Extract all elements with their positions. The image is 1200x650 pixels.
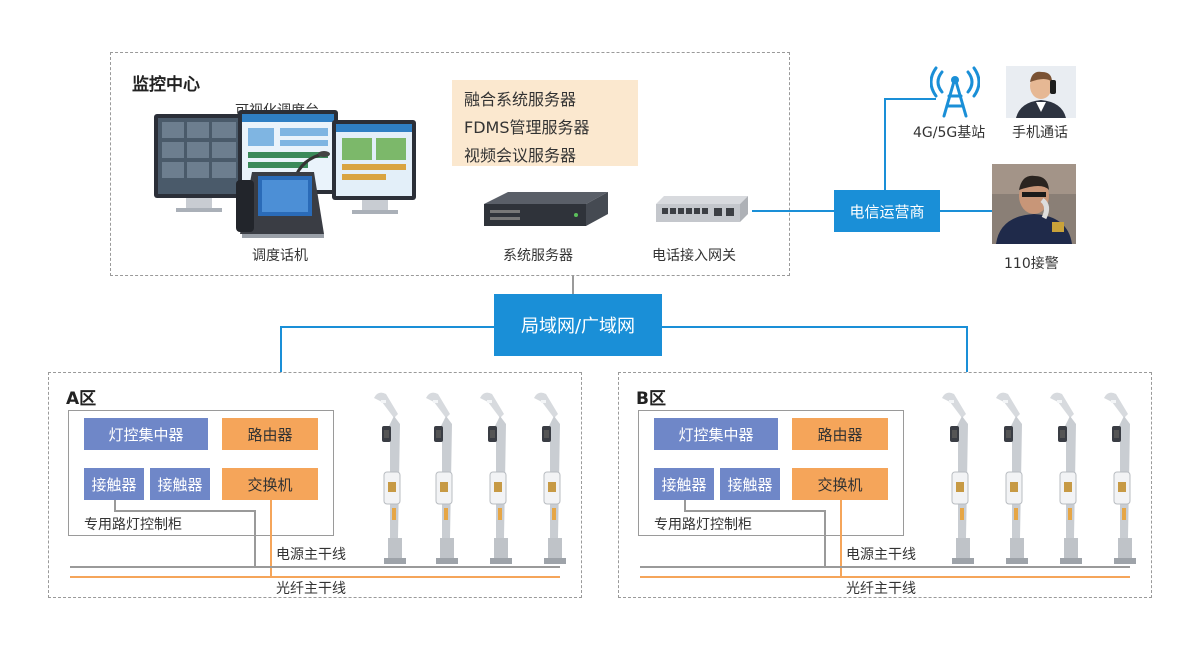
- dispatch-phone-icon: [236, 151, 330, 238]
- street-lamp-icon: [936, 388, 980, 570]
- zone-a-switch: 交换机: [222, 468, 318, 500]
- network-to-zone-a-line: [280, 326, 282, 372]
- network-left-line: [280, 326, 494, 328]
- police-officer-photo: [992, 164, 1076, 244]
- mobile-user-photo: [1006, 66, 1076, 118]
- system-server-label: 系统服务器: [503, 248, 573, 264]
- zone-b-fiber-drop: [840, 500, 842, 576]
- telecom-to-police-line: [940, 210, 992, 212]
- server-item: 视频会议服务器: [464, 146, 577, 165]
- zone-a-title: A区: [66, 389, 97, 409]
- rack-server-icon: [484, 192, 608, 226]
- phone-label: 调度话机: [252, 248, 308, 264]
- zone-a-fiber-drop: [270, 500, 272, 576]
- network-label: 局域网/广域网: [520, 316, 636, 337]
- street-lamp-icon: [368, 388, 412, 570]
- zone-b-cabinet-label: 专用路灯控制柜: [654, 517, 752, 533]
- street-lamp-icon: [1044, 388, 1088, 570]
- zone-b-power-drop: [824, 510, 826, 566]
- zone-a-fiber-line: [70, 576, 560, 578]
- center-to-network-line: [572, 276, 574, 294]
- zone-b-power-line: [640, 566, 1130, 568]
- network-right-line: [662, 326, 968, 328]
- zone-b-switch: 交换机: [792, 468, 888, 500]
- zone-a-power-line-label: 电源主干线: [276, 547, 346, 563]
- monitor-center-title: 监控中心: [132, 75, 200, 95]
- street-lamp-icon: [528, 388, 572, 570]
- telecom-to-tower-line: [884, 98, 886, 190]
- monitor-center-box: [110, 52, 790, 276]
- street-lamp-icon: [420, 388, 464, 570]
- police-label: 110接警: [1004, 256, 1059, 272]
- telecom-label: 电信运营商: [849, 202, 925, 221]
- zone-a-contactor-drop: [114, 500, 116, 510]
- street-lamp-icon: [474, 388, 518, 570]
- gateway-to-telecom-line: [752, 210, 834, 212]
- server-item: FDMS管理服务器: [464, 118, 590, 137]
- mobile-label: 手机通话: [1012, 125, 1068, 141]
- base-station-label: 4G/5G基站: [913, 125, 986, 141]
- zone-b-power-line-label: 电源主干线: [846, 547, 916, 563]
- zone-b-contactor-2: 接触器: [720, 468, 780, 500]
- zone-a-fiber-line-label: 光纤主干线: [276, 581, 346, 597]
- zone-b-title: B区: [636, 389, 666, 409]
- street-lamp-icon: [1098, 388, 1142, 570]
- telecom-block: 电信运营商: [834, 190, 940, 232]
- server-item: 融合系统服务器: [464, 90, 577, 109]
- zone-a-light-controller: 灯控集中器: [84, 418, 208, 450]
- cell-tower-icon: [930, 66, 980, 118]
- zone-b-fiber-line-label: 光纤主干线: [846, 581, 916, 597]
- zone-a-cabinet-label: 专用路灯控制柜: [84, 517, 182, 533]
- zone-b-fiber-line: [640, 576, 1130, 578]
- street-lamp-icon: [990, 388, 1034, 570]
- zone-a-box: [48, 372, 582, 598]
- zone-b-light-controller: 灯控集中器: [654, 418, 778, 450]
- zone-b-contactor-drop: [684, 500, 686, 510]
- gateway-device-icon: [656, 196, 748, 222]
- zone-b-router: 路由器: [792, 418, 888, 450]
- zone-a-cabinet-box: [68, 410, 334, 536]
- zone-a-power-line: [70, 566, 560, 568]
- zone-b-contactor-wire: [684, 510, 824, 512]
- zone-a-contactor-1: 接触器: [84, 468, 144, 500]
- gateway-label: 电话接入网关: [652, 248, 736, 264]
- zone-b-box: [618, 372, 1152, 598]
- zone-a-router: 路由器: [222, 418, 318, 450]
- zone-a-contactor-2: 接触器: [150, 468, 210, 500]
- zone-a-power-drop: [254, 510, 256, 566]
- zone-b-contactor-1: 接触器: [654, 468, 714, 500]
- tower-link-line: [884, 98, 936, 100]
- server-list-panel: 融合系统服务器 FDMS管理服务器 视频会议服务器: [452, 80, 638, 166]
- network-to-zone-b-line: [966, 326, 968, 372]
- network-block: 局域网/广域网: [494, 294, 662, 356]
- zone-a-contactor-wire: [114, 510, 254, 512]
- zone-b-cabinet-box: [638, 410, 904, 536]
